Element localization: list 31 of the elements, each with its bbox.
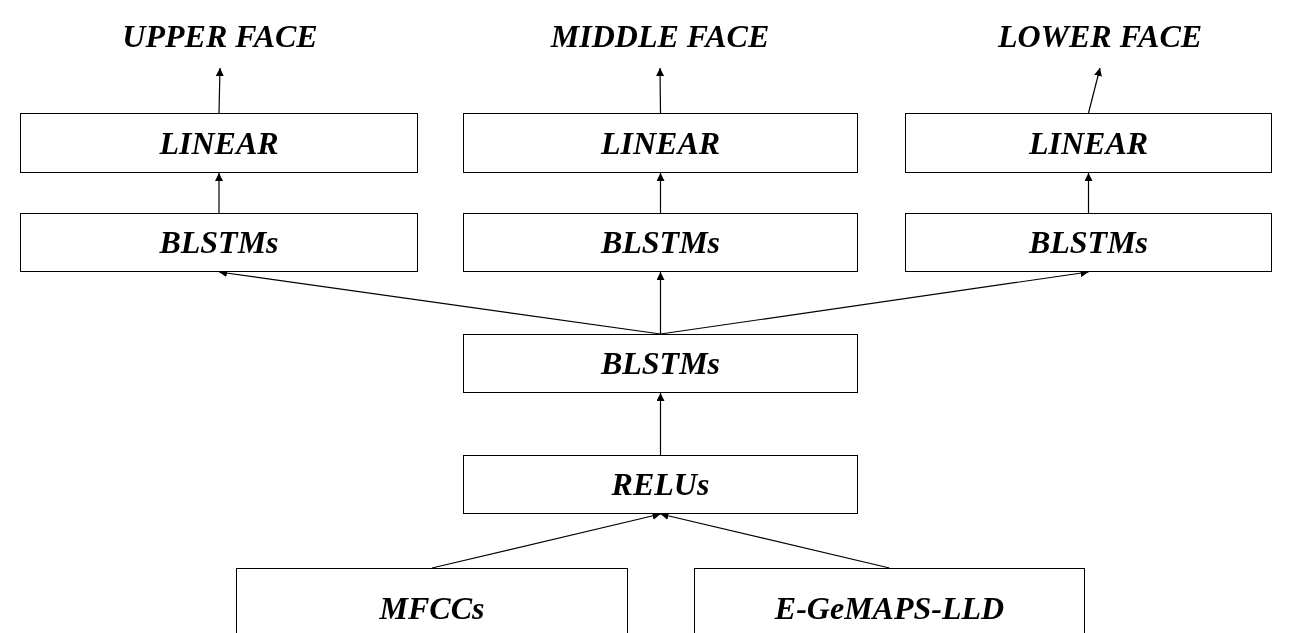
layer-box [905, 113, 1272, 173]
output-label: MIDDLE FACE [550, 17, 770, 55]
layer-label: LINEAR [600, 124, 721, 162]
layer-label: BLSTMs [600, 224, 721, 261]
arrow [656, 271, 665, 335]
layer-label: MFCCs [379, 589, 485, 627]
arrow [1084, 172, 1093, 214]
arrow [656, 67, 665, 114]
layer-box [236, 568, 628, 633]
layer-box [463, 213, 858, 272]
layer-label: E-GeMAPS-LLD [774, 589, 1005, 627]
layer-label: BLSTMs [600, 345, 721, 382]
layer-label: BLSTMs [1028, 224, 1149, 261]
layer-label: BLSTMs [159, 224, 279, 261]
layer-box [20, 113, 418, 173]
arrow [215, 172, 223, 214]
output-label: LOWER FACE [997, 17, 1203, 55]
arrow [656, 172, 665, 214]
layer-box [463, 334, 858, 393]
layer-box [20, 213, 418, 272]
arrow [656, 392, 665, 456]
layer-box [463, 455, 858, 514]
layer-box [463, 113, 858, 173]
arrow [215, 67, 224, 114]
arrow [1087, 67, 1102, 114]
layer-label: RELUs [611, 466, 710, 503]
layer-label: LINEAR [1028, 124, 1149, 162]
output-label: UPPER FACE [122, 17, 318, 55]
layer-box [905, 213, 1272, 272]
layer-label: LINEAR [159, 124, 279, 162]
layer-box [694, 568, 1085, 633]
